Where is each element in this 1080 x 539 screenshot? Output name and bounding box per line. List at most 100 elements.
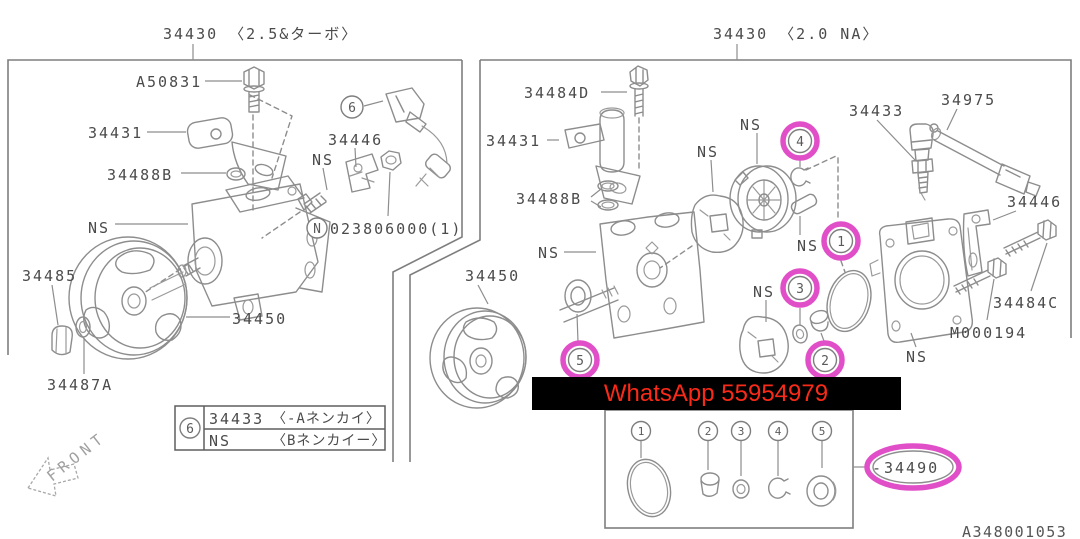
label-34431-left: 34431 bbox=[88, 124, 143, 142]
callout-6-badge: 6 bbox=[340, 95, 364, 119]
watermark-banner-text: WhatsApp 55954979 bbox=[604, 380, 828, 407]
svg-text:6: 6 bbox=[348, 101, 356, 116]
legend-row2-part: NS bbox=[209, 432, 231, 450]
svg-text:N: N bbox=[313, 222, 321, 237]
left-cap-nut-34485 bbox=[51, 325, 73, 356]
label-34975: 34975 bbox=[941, 91, 996, 109]
label-34490: 34490 bbox=[884, 459, 939, 477]
svg-text:2: 2 bbox=[821, 354, 829, 369]
label-34487a: 34487A bbox=[47, 376, 113, 394]
label-ns-rear-housing: NS bbox=[906, 348, 928, 366]
svg-text:4: 4 bbox=[796, 135, 804, 150]
legend-row1-note: 〈-Aネンカイ〉 bbox=[272, 411, 381, 427]
callout-2-badge-highlighted: 2 bbox=[805, 340, 845, 380]
right-panel-title: 34430 〈2.0 NA〉 bbox=[713, 25, 879, 43]
left-leader-lines bbox=[51, 80, 384, 374]
right-bolt-m000194 bbox=[953, 257, 1007, 295]
label-34450-right: 34450 bbox=[465, 267, 520, 285]
label-ns-pump-left: NS bbox=[88, 219, 110, 237]
watermark-banner: WhatsApp 55954979 bbox=[532, 377, 901, 410]
callout-5-badge-highlighted: 5 bbox=[560, 340, 600, 380]
svg-text:2: 2 bbox=[705, 425, 712, 438]
svg-text:3: 3 bbox=[796, 282, 804, 297]
right-dashed-axes bbox=[805, 155, 846, 273]
label-34433-right: 34433 bbox=[849, 102, 904, 120]
callout-1-badge-highlighted: 1 bbox=[821, 221, 861, 261]
svg-text:4: 4 bbox=[775, 425, 782, 438]
doc-number: A348001053 bbox=[962, 523, 1067, 539]
label-ns-front-plate: NS bbox=[753, 283, 775, 301]
right-cable-34975 bbox=[929, 123, 1041, 197]
kit-leader-dash: - bbox=[872, 459, 883, 477]
kit-callout-1-badge: 1 bbox=[630, 420, 652, 442]
right-bolt-34484d bbox=[629, 65, 649, 169]
right-bracket-34431 bbox=[564, 107, 641, 205]
right-large-o-ring bbox=[826, 269, 872, 333]
right-vane-rotor bbox=[729, 165, 797, 239]
label-a50831: A50831 bbox=[136, 73, 202, 91]
legend-table bbox=[174, 405, 386, 451]
label-ns-pump-right: NS bbox=[538, 244, 560, 262]
callout-3-badge-highlighted: 3 bbox=[780, 268, 820, 308]
left-fitting-ns bbox=[261, 192, 327, 239]
svg-text:1: 1 bbox=[638, 425, 645, 438]
left-panel-title: 34430 〈2.5&ターボ〉 bbox=[163, 25, 358, 43]
kit-part-number-leader bbox=[853, 450, 954, 484]
label-m000194: M000194 bbox=[950, 324, 1027, 342]
left-bracket-34431 bbox=[186, 94, 293, 191]
right-leader-lines bbox=[477, 91, 1048, 348]
legend-row1-part: 34433 bbox=[209, 410, 264, 428]
right-bolt-34484c bbox=[1003, 219, 1057, 257]
label-34484c: 34484C bbox=[993, 294, 1059, 312]
front-label: FRONT bbox=[43, 428, 109, 485]
right-cam-plate-1 bbox=[690, 194, 744, 254]
kit-callout-5-badge: 5 bbox=[811, 420, 833, 442]
front-direction-arrow-icon bbox=[26, 456, 79, 497]
label-34488b-left: 34488B bbox=[107, 166, 173, 184]
legend-callout-6: 6 bbox=[186, 422, 194, 437]
right-pump-front-housing bbox=[599, 211, 705, 339]
right-cup-seal bbox=[809, 309, 829, 332]
right-snap-ring bbox=[790, 167, 811, 187]
svg-text:5: 5 bbox=[819, 425, 826, 438]
left-clamp-34446 bbox=[345, 153, 379, 193]
right-shaft-bearing bbox=[564, 279, 592, 313]
label-ns-cam-plate: NS bbox=[697, 143, 719, 161]
right-sensor-34433-part bbox=[909, 123, 934, 201]
label-34431-right: 34431 bbox=[486, 132, 541, 150]
left-sensor-connector bbox=[385, 87, 451, 187]
left-nut bbox=[380, 150, 402, 217]
label-34446-left: 34446 bbox=[328, 131, 383, 149]
label-ns-rotor: NS bbox=[740, 116, 762, 134]
left-o-ring-34488b bbox=[226, 167, 246, 181]
kit-callout-3-badge: 3 bbox=[730, 420, 752, 442]
label-34446-right: 34446 bbox=[1007, 193, 1062, 211]
left-pulley-34450 bbox=[68, 236, 188, 360]
kit-part-number-highlighted: - 34490 bbox=[864, 443, 962, 491]
right-shaft bbox=[559, 285, 619, 323]
right-rear-housing bbox=[869, 217, 974, 344]
nut-part-number: N 023806000(1) bbox=[306, 217, 462, 239]
svg-text:1: 1 bbox=[837, 235, 845, 250]
right-panel-box bbox=[409, 44, 1072, 462]
label-34485: 34485 bbox=[22, 267, 77, 285]
label-ns-pin: NS bbox=[797, 237, 819, 255]
left-bolt-a50831 bbox=[243, 66, 265, 215]
label-34488b-right: 34488B bbox=[516, 190, 582, 208]
right-clamp-34446-bracket bbox=[962, 209, 991, 277]
left-panel-box bbox=[7, 44, 463, 462]
svg-text:023806000(1): 023806000(1) bbox=[330, 220, 462, 238]
right-pulley-34450 bbox=[429, 307, 527, 409]
svg-text:3: 3 bbox=[738, 425, 745, 438]
right-roll-pin bbox=[790, 193, 818, 235]
label-ns-clamp-left: NS bbox=[312, 151, 334, 169]
left-washer-34487a bbox=[75, 316, 91, 338]
kit-callout-2-badge: 2 bbox=[697, 420, 719, 442]
kit-callout-4-badge: 4 bbox=[767, 420, 789, 442]
right-small-washer bbox=[792, 324, 808, 344]
right-cam-plate-2 bbox=[739, 315, 789, 374]
left-pump-body bbox=[143, 175, 331, 321]
label-34450-left: 34450 bbox=[232, 310, 287, 328]
